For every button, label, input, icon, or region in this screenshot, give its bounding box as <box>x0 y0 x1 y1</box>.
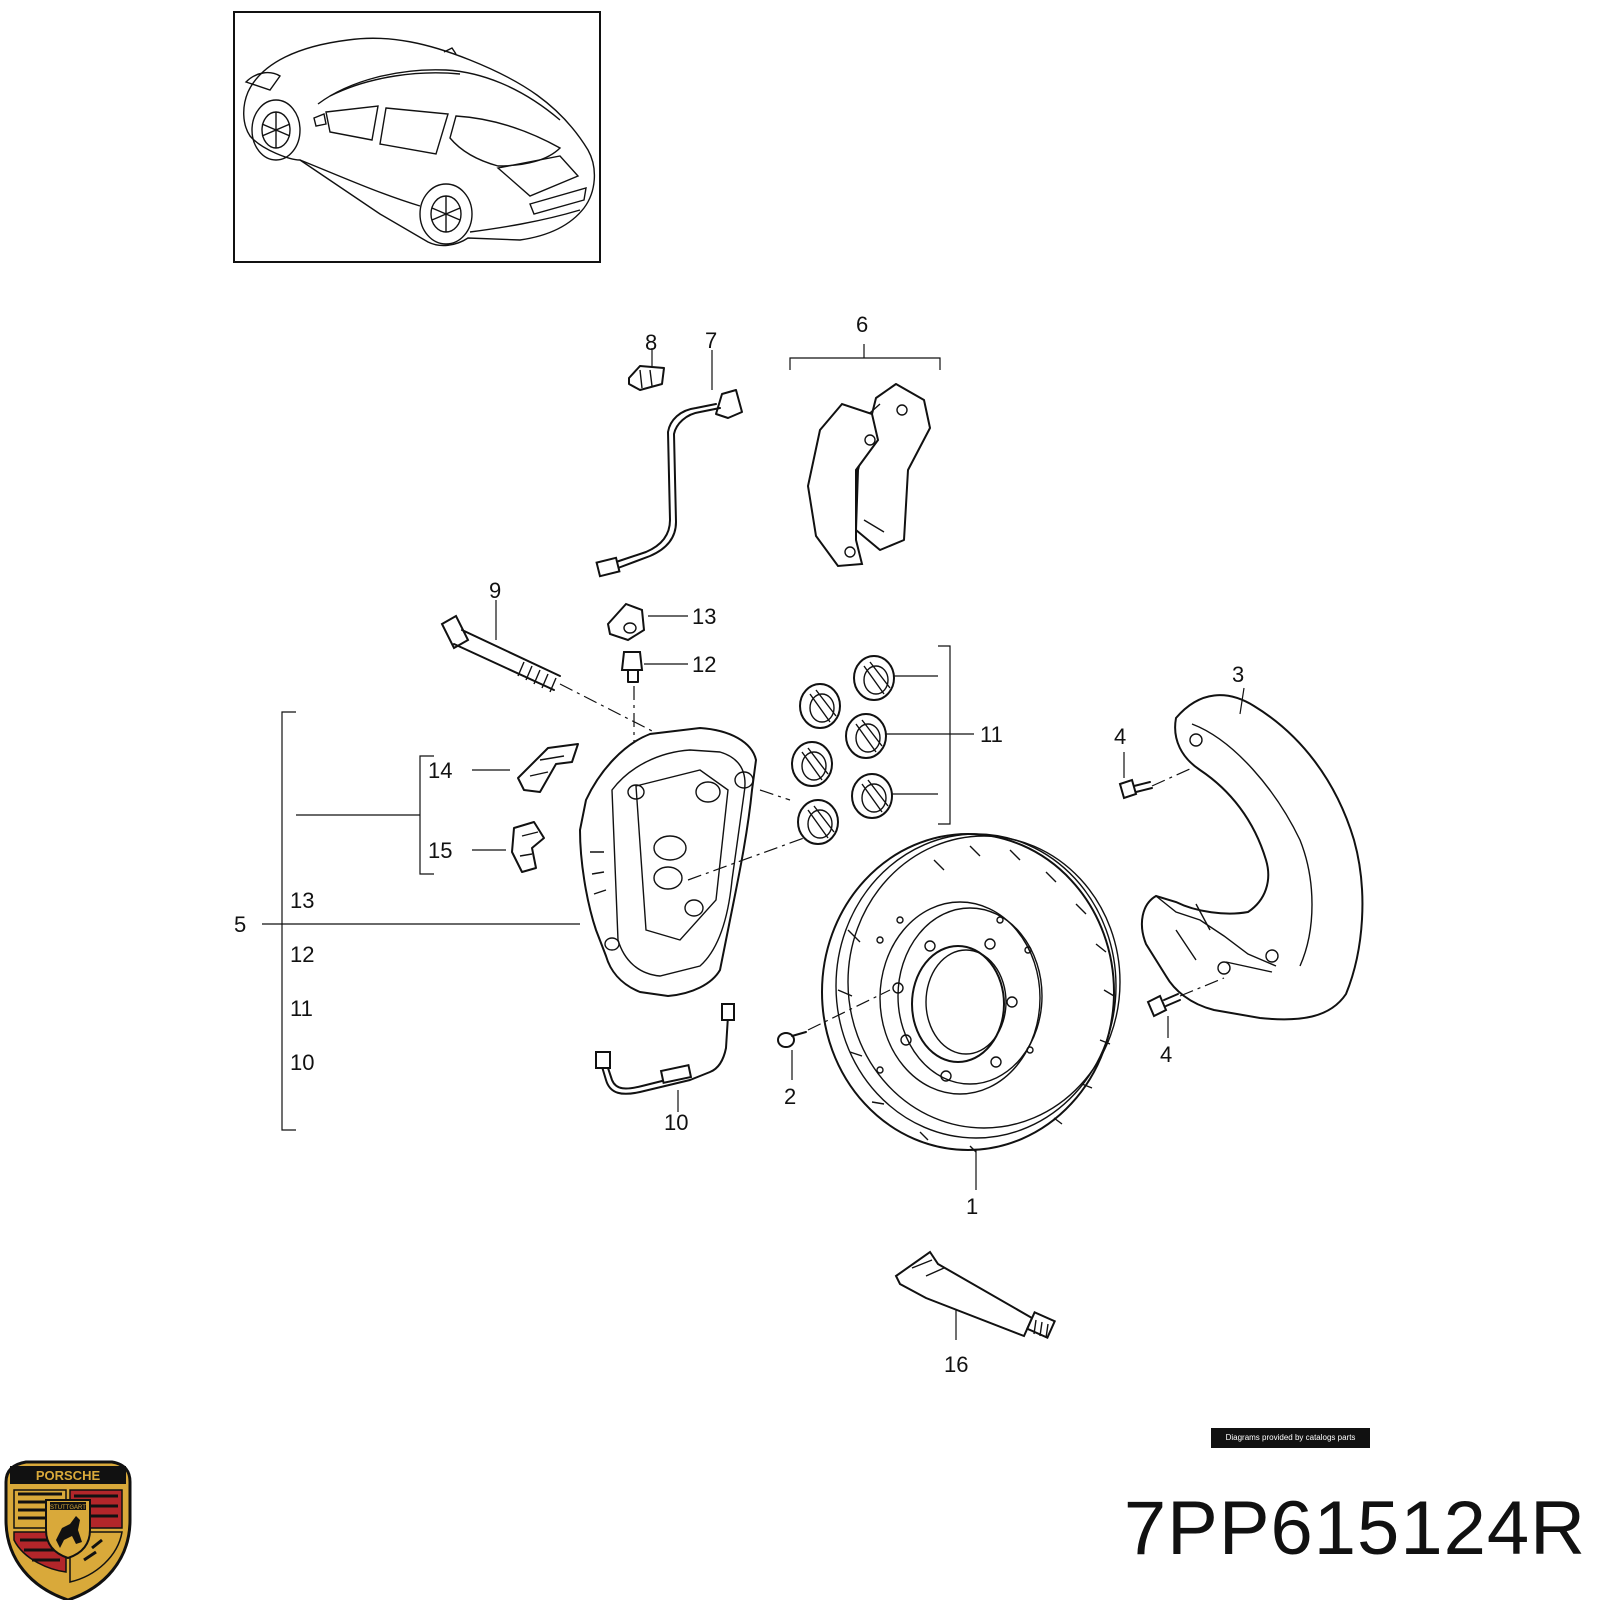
part-13-cap <box>606 602 688 642</box>
callout-16: 16 <box>944 1352 968 1377</box>
callout-11: 11 <box>980 722 1003 747</box>
part-10-brake-hose <box>595 1003 735 1112</box>
horse-icon <box>56 1516 82 1548</box>
part-16-grease-tube <box>894 1250 1057 1340</box>
callout-labels: 1 2 3 4 4 5 6 7 8 9 10 11 12 13 14 15 16 <box>234 312 1244 1377</box>
callout-2: 2 <box>784 1084 796 1109</box>
callout-1: 1 <box>966 1194 978 1219</box>
group-item: 10 <box>290 1050 314 1075</box>
group-item: 13 <box>290 888 314 913</box>
callout-7: 7 <box>705 328 717 353</box>
callout-4-upper: 4 <box>1114 724 1126 749</box>
part-15-clip <box>472 821 545 873</box>
callout-8: 8 <box>645 330 657 355</box>
part-14-spring <box>472 743 579 793</box>
part-12-bleeder <box>620 651 688 778</box>
callout-6: 6 <box>856 312 868 337</box>
callout-5: 5 <box>234 912 246 937</box>
porsche-crest-logo: PORSCHE STUTTGART <box>4 1460 132 1600</box>
group-item: 12 <box>290 942 314 967</box>
part-number: 7PP615124R <box>1123 1486 1586 1571</box>
callout-14: 14 <box>428 758 452 783</box>
credit-badge: Diagrams provided by catalogs parts <box>1211 1428 1370 1448</box>
part-4-bolt-upper <box>1118 752 1193 800</box>
part-4-bolt-lower <box>1146 977 1225 1038</box>
callout-4-lower: 4 <box>1160 1042 1172 1067</box>
logo-subtext: STUTTGART <box>50 1505 86 1511</box>
callout-3: 3 <box>1232 662 1244 687</box>
callout-15: 15 <box>428 838 452 863</box>
part-1-brake-disc <box>821 833 1121 1190</box>
callout-10: 10 <box>664 1110 688 1135</box>
group-bracket <box>262 711 580 1131</box>
logo-wordmark: PORSCHE <box>36 1468 101 1483</box>
part-8-clip <box>628 348 665 391</box>
part-9-bolt <box>440 600 663 737</box>
vehicle-inset <box>233 11 601 263</box>
part-6-brake-pads <box>789 344 941 568</box>
callout-9: 9 <box>489 578 501 603</box>
part-2-screw <box>777 989 891 1080</box>
group-contents-list: 13 12 11 10 <box>290 888 314 1075</box>
car-illustration <box>243 37 596 247</box>
part-5-caliper <box>578 726 805 998</box>
callout-12: 12 <box>692 652 716 677</box>
group-item: 11 <box>290 996 313 1021</box>
part-7-wear-sensor <box>595 350 743 578</box>
part-11-piston-seals <box>791 645 974 845</box>
part-3-splash-shield <box>1140 687 1364 1021</box>
callout-13: 13 <box>692 604 716 629</box>
